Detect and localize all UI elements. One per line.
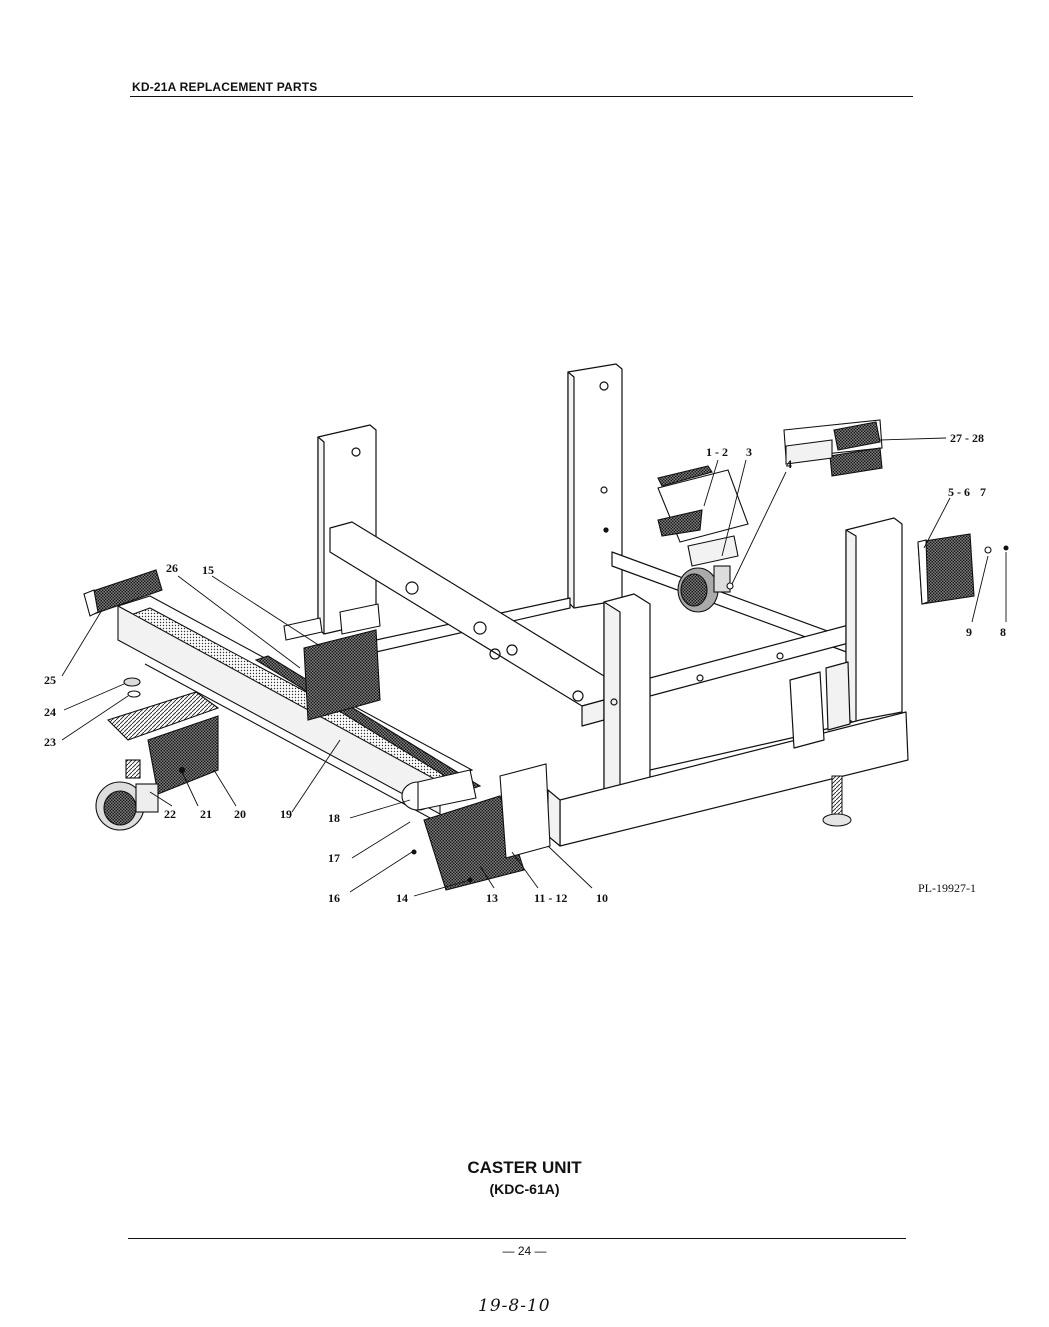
callout-14: 14 xyxy=(396,891,408,905)
callout-15: 15 xyxy=(202,563,214,577)
leveling-foot xyxy=(822,775,852,827)
callout-21: 21 xyxy=(200,807,212,821)
callout-24: 24 xyxy=(44,705,56,719)
callout-16: 16 xyxy=(328,891,340,905)
document-header-title: KD-21A REPLACEMENT PARTS xyxy=(132,80,318,94)
callout-20: 20 xyxy=(234,807,246,821)
handwritten-note: 19-8-10 xyxy=(478,1296,551,1316)
header-rule xyxy=(130,96,913,97)
callout-19: 19 xyxy=(280,807,292,821)
callout-leader-lines xyxy=(61,437,1007,897)
callout-23: 23 xyxy=(44,735,56,749)
callout-10: 10 xyxy=(596,891,608,905)
caption-model: (KDC-61A) xyxy=(489,1181,560,1197)
footer-rule xyxy=(128,1238,906,1239)
callout-25: 25 xyxy=(44,673,56,687)
bracket-part-5-6-7 xyxy=(917,533,1009,605)
rear-caster-assembly xyxy=(657,465,749,613)
front-exploded-parts xyxy=(83,569,551,891)
callout-13: 13 xyxy=(486,891,498,905)
callout-17: 17 xyxy=(328,851,340,865)
callout-11-12: 11 - 12 xyxy=(534,891,567,905)
drawing-reference: PL-19927-1 xyxy=(918,881,976,895)
callout-26: 26 xyxy=(166,561,178,575)
callout-9: 9 xyxy=(966,625,972,639)
callout-27-28: 27 - 28 xyxy=(950,431,984,445)
callout-18: 18 xyxy=(328,811,340,825)
callout-labels: 1 - 2 3 4 5 - 6 7 8 9 10 11 - 12 13 14 1… xyxy=(44,431,1006,905)
bracket-part-27-28 xyxy=(783,419,883,477)
frame-assembly xyxy=(317,363,909,847)
callout-4: 4 xyxy=(786,457,792,471)
callout-5-6: 5 - 6 xyxy=(948,485,970,499)
callout-3: 3 xyxy=(746,445,752,459)
callout-22: 22 xyxy=(164,807,176,821)
page-number: — 24 — xyxy=(502,1244,547,1258)
caption-title: CASTER UNIT xyxy=(467,1158,582,1177)
callout-8: 8 xyxy=(1000,625,1006,639)
callout-7: 7 xyxy=(980,485,986,499)
callout-1-2: 1 - 2 xyxy=(706,445,728,459)
